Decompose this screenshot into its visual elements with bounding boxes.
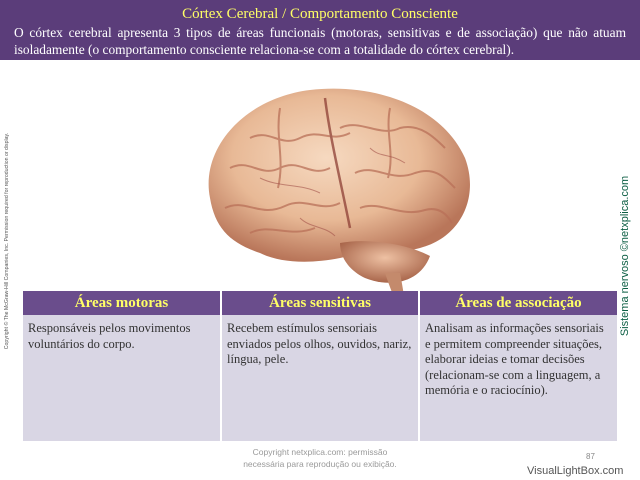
header-bar (0, 0, 640, 60)
table-header-row: Áreas motoras Áreas sensitivas Áreas de … (23, 291, 617, 315)
table-row: Responsáveis pelos movimentos voluntário… (23, 315, 617, 441)
footer-line-1: Copyright netxplica.com: permissão (252, 447, 388, 457)
watermark: VisualLightBox.com (527, 465, 624, 477)
cell-motoras: Responsáveis pelos movimentos voluntário… (23, 315, 222, 441)
side-brand-text: Sistema nervoso ©netxplica.com (619, 175, 631, 337)
footer-line-2: necessária para reprodução ou exibição. (243, 459, 397, 469)
header-sensitivas: Áreas sensitivas (221, 291, 420, 315)
page-title: Córtex Cerebral / Comportamento Conscien… (182, 6, 458, 22)
side-copyright-text: Copyright © The McGraw-Hill Companies, I… (4, 132, 10, 350)
page-subtitle: O córtex cerebral apresenta 3 tipos de á… (14, 25, 626, 57)
header-associacao: Áreas de associação (419, 291, 617, 315)
functional-areas-table: Áreas motoras Áreas sensitivas Áreas de … (23, 291, 617, 441)
cell-associacao: Analisam as informações sensoriais e per… (419, 315, 617, 441)
footer-copyright: Copyright netxplica.com: permissão neces… (200, 446, 440, 470)
cell-sensitivas: Recebem estímulos sensoriais enviados pe… (221, 315, 420, 441)
page-number: 87 (586, 452, 595, 461)
side-brand: Sistema nervoso ©netxplica.com (614, 170, 636, 350)
brain-image (208, 88, 470, 308)
side-copyright: Copyright © The McGraw-Hill Companies, I… (2, 110, 12, 380)
header-motoras: Áreas motoras (23, 291, 222, 315)
